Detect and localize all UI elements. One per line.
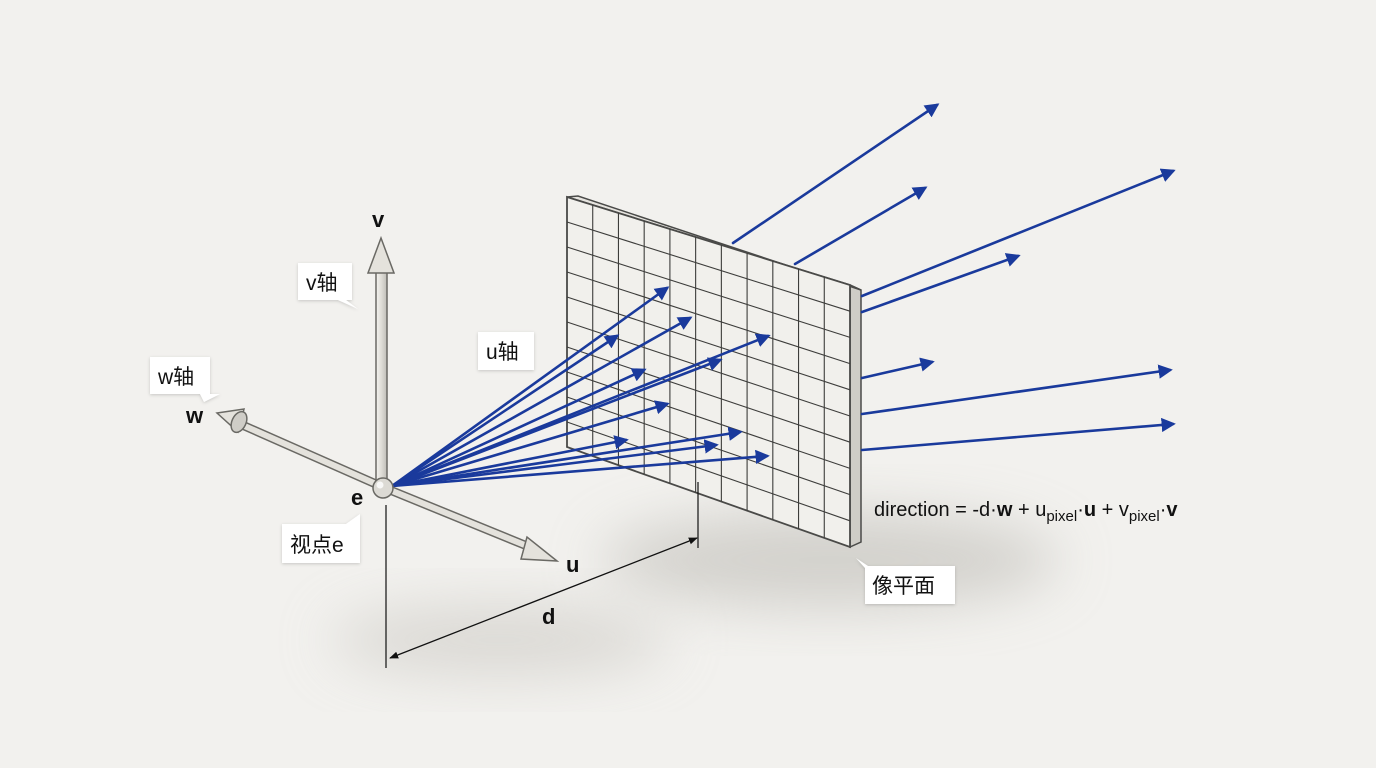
u-axis-arrowhead [520,535,560,562]
rays-to-plane [390,286,771,488]
callout-v-axis-text: v轴 [306,272,338,295]
grid-line-horizontal [566,296,851,391]
ray-beyond-plane [860,253,1021,314]
callout-image-plane-text: 像平面 [872,575,935,598]
callout-w-axis: w轴 [150,357,220,402]
callout-u-axis: u轴 [478,332,534,370]
ray-to-pixel [390,316,693,488]
ray-beyond-plane [731,103,940,245]
distance-letter: d [542,604,555,629]
callout-w-axis-text: w轴 [157,366,194,389]
ray-to-pixel [390,439,719,488]
ray-beyond-plane [860,417,1176,452]
u-axis-shaft [382,485,535,551]
callout-image-plane: 像平面 [856,558,955,604]
ray-beyond-plane [860,357,935,380]
callout-viewpoint-text: 视点e [290,534,344,557]
w-axis-cap [230,410,248,434]
camera-axes [215,235,560,562]
image-plane-face [566,195,851,549]
ray-to-pixel [390,334,620,488]
w-axis-shaft [237,421,388,491]
ray-to-pixel [390,449,770,488]
grid-line-horizontal [566,371,851,469]
w-axis-letter: w [185,403,204,428]
eye-point-highlight [376,481,384,489]
grid-line-horizontal [566,346,851,443]
dim-line [389,537,698,659]
grid-line-horizontal [566,271,851,365]
ray-beyond-plane [860,168,1176,298]
callout-viewpoint: 视点e [282,514,360,563]
rays-beyond-plane [731,103,1176,452]
grid-line-horizontal [566,246,851,338]
ray-to-pixel [390,435,629,488]
grid-line-horizontal [566,221,851,312]
ray-to-pixel [390,400,670,488]
ray-to-pixel [390,357,723,488]
ray-beyond-plane [860,364,1173,416]
ray-to-pixel [390,286,670,488]
ray-beyond-plane [793,186,928,266]
eye-point-sphere [372,477,394,499]
distance-dimension [385,482,699,668]
ray-to-pixel [390,426,743,488]
callout-v-axis: v轴 [298,263,358,309]
u-axis-letter: u [566,552,579,577]
direction-formula: direction = -d·w + upixel·u + vpixel·v [874,499,1178,525]
image-plane-edge [849,283,862,549]
v-axis-letter: v [372,207,385,232]
eye-letter: e [351,485,363,510]
callout-u-axis-text: u轴 [486,341,519,364]
v-axis-arrowhead [366,235,396,274]
v-axis-shaft [375,269,388,487]
ray-to-pixel [390,368,647,488]
image-plane [566,195,862,549]
